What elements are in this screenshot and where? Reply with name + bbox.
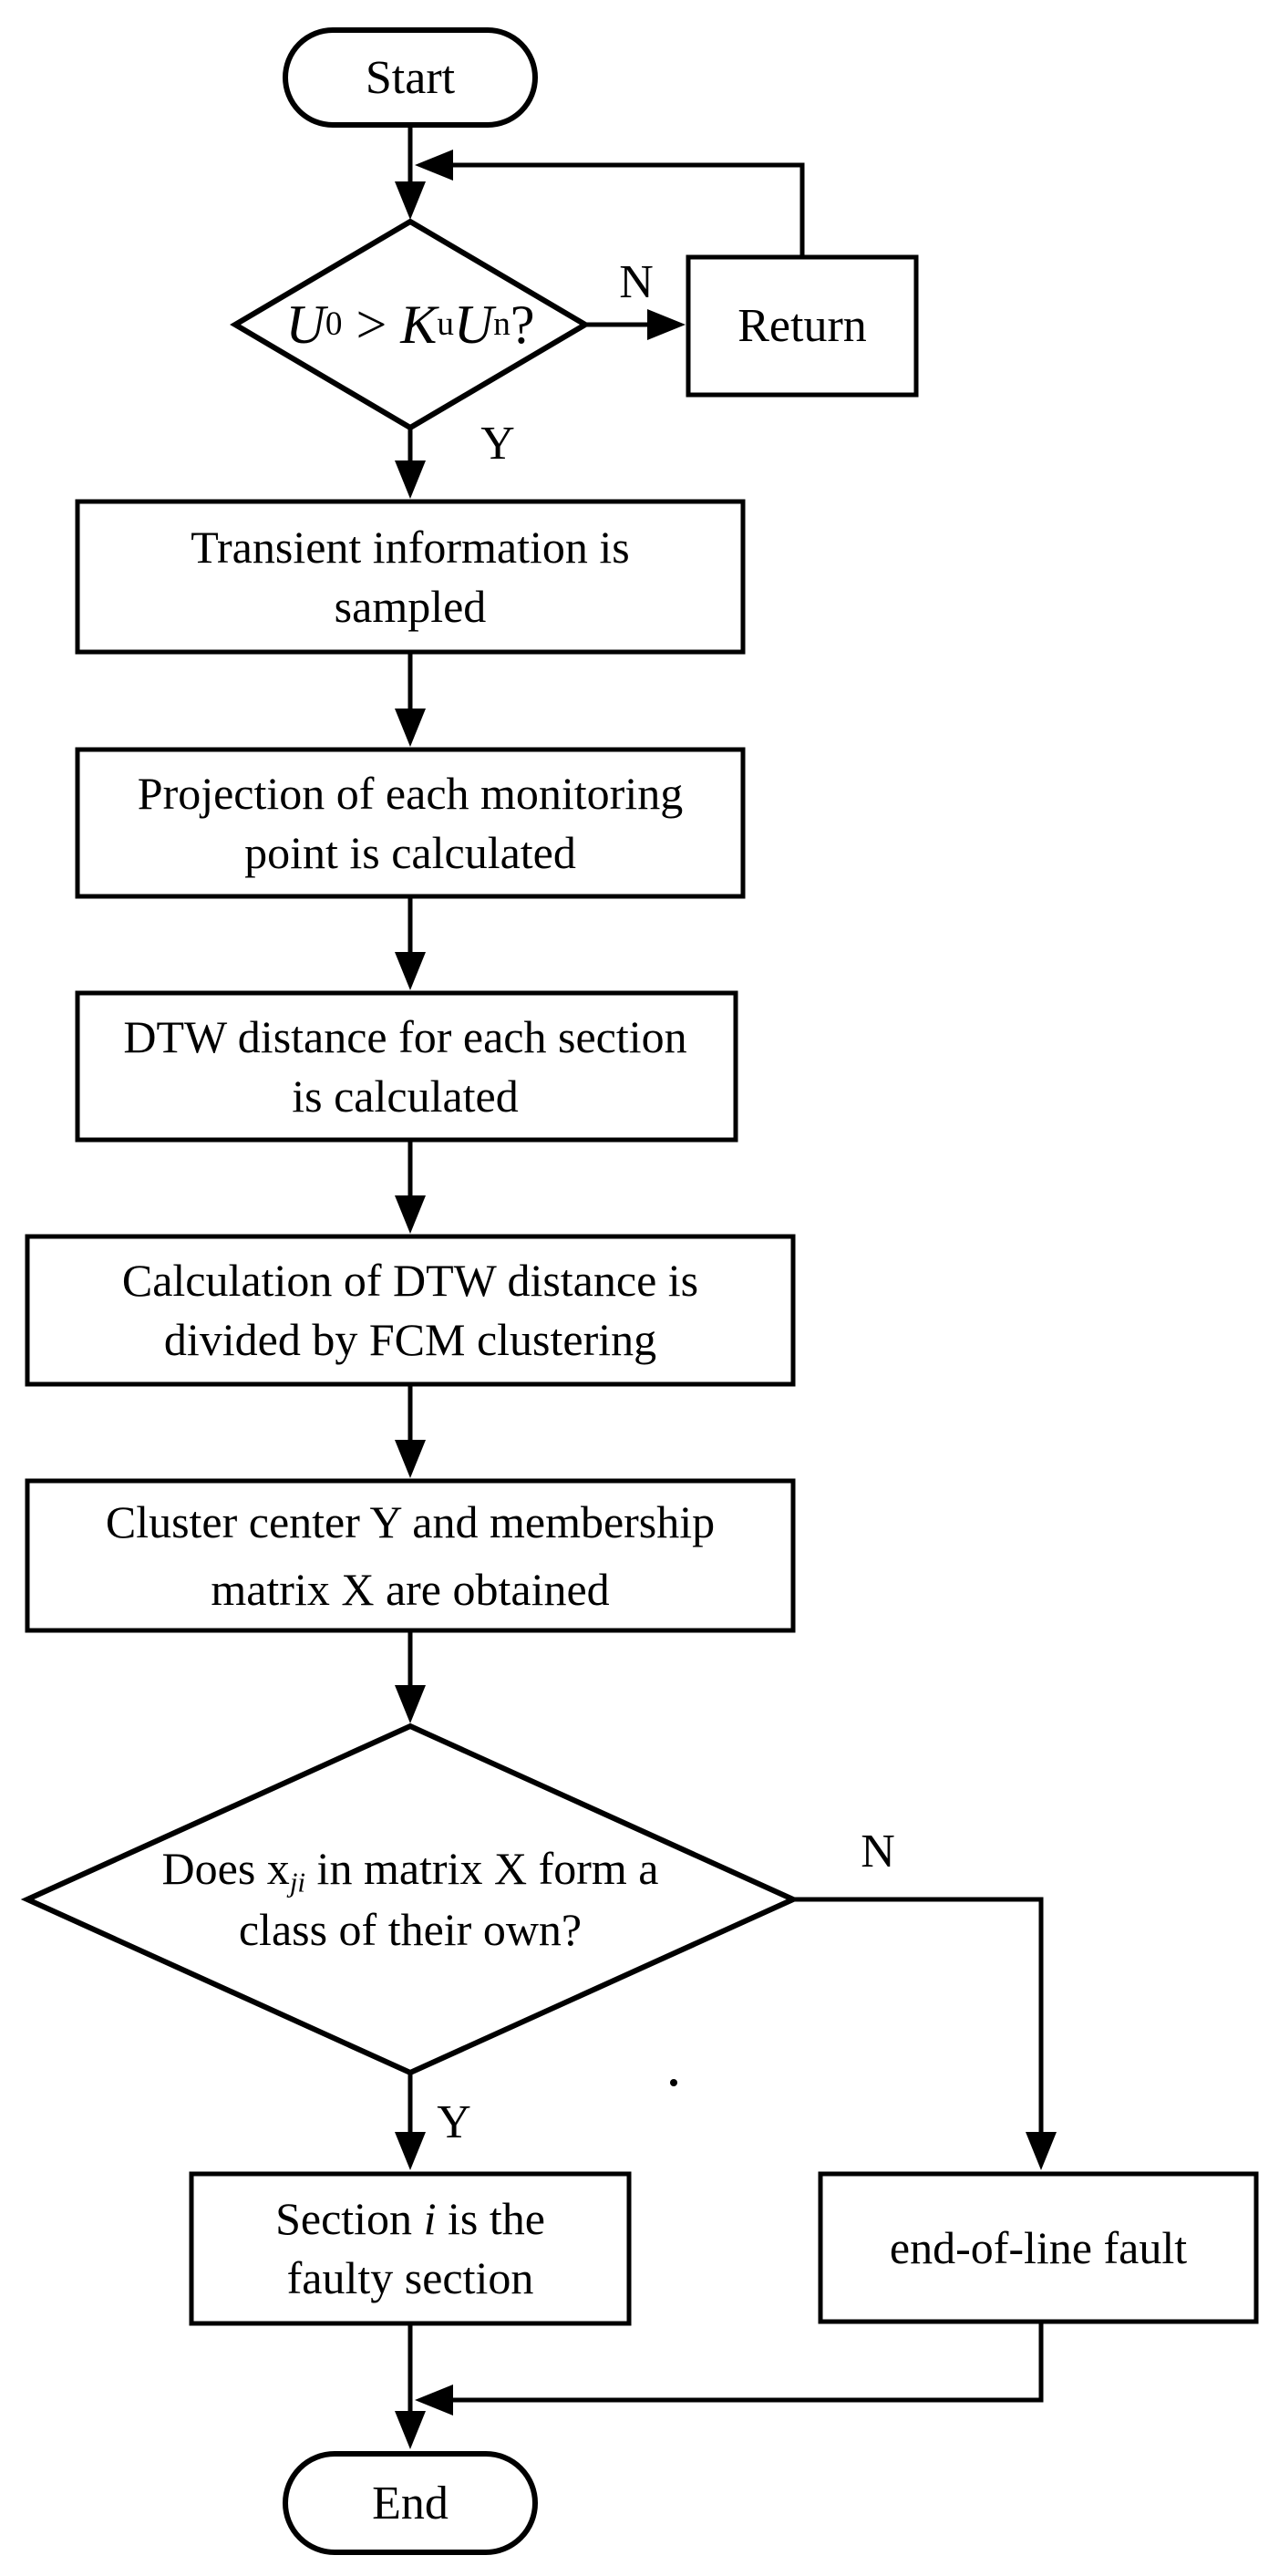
process1-box-shape xyxy=(75,499,746,655)
eol-box-label: end-of-line fault xyxy=(889,2221,1188,2273)
formula-k-var: K xyxy=(400,294,438,355)
arrowhead-feedback-left xyxy=(415,150,453,181)
process5-line2: matrix X are obtained xyxy=(211,1564,610,1615)
decision2-line1-post: in matrix X form a xyxy=(305,1843,659,1894)
decision1-diamond-shape xyxy=(230,218,591,431)
arrowhead-into-section xyxy=(395,2132,426,2170)
arrowhead-merge-left xyxy=(415,2385,453,2416)
section-line2: faulty section xyxy=(286,2252,534,2303)
process4-line2: divided by FCM clustering xyxy=(163,1314,657,1365)
process1-line2: sampled xyxy=(334,580,487,632)
arrowhead-into-decision2 xyxy=(395,1685,426,1723)
arrowhead-into-eol xyxy=(1026,2132,1057,2170)
process3-box-shape xyxy=(75,990,738,1143)
edge-decision2-to-eol xyxy=(793,1897,1044,2136)
arrowhead-into-decision1 xyxy=(395,181,426,220)
end-terminator-shape xyxy=(283,2451,538,2555)
branch-label-n1: N xyxy=(619,256,654,308)
arrowhead-into-process1 xyxy=(395,460,426,499)
process2-line2: point is calculated xyxy=(244,826,576,878)
stray-dot xyxy=(670,2079,677,2086)
decision2-condition: Does xji in matrix X form a class of the… xyxy=(91,1810,729,1989)
section-line1: Section i is the xyxy=(275,2189,545,2249)
section-box-shape xyxy=(189,2171,632,2326)
formula-question-mark: ? xyxy=(510,294,535,355)
return-box-label: Return xyxy=(737,300,867,352)
process1-line1: Transient information is xyxy=(191,521,630,573)
section-box-label: Section i is the faulty section xyxy=(190,2172,631,2325)
section-line1-post: is the xyxy=(436,2193,545,2244)
process5-box-shape xyxy=(25,1478,796,1633)
arrowhead-into-process2 xyxy=(395,709,426,747)
process3-line1: DTW distance for each section xyxy=(123,1010,687,1062)
decision2-diamond-shape xyxy=(20,1723,800,2076)
end-terminator-label: End xyxy=(372,2477,449,2529)
process4-label: Calculation of DTW distance is divided b… xyxy=(26,1235,795,1386)
process5-line1: Cluster center Y and membership xyxy=(105,1496,716,1547)
process5-label: Cluster center Y and membership matrix X… xyxy=(26,1479,795,1632)
edge-return-feedback xyxy=(453,162,805,257)
decision2-line2: class of their own? xyxy=(238,1904,583,1955)
section-line1-pre: Section xyxy=(275,2193,424,2244)
branch-label-n2: N xyxy=(861,1826,895,1878)
edge-eol-to-merge xyxy=(453,2323,1044,2403)
process2-line1: Projection of each monitoring xyxy=(137,767,684,819)
start-terminator-label: Start xyxy=(365,51,456,104)
process2-label: Projection of each monitoring point is c… xyxy=(76,748,745,898)
section-i-italic: i xyxy=(423,2193,437,2244)
decision2-line1: Does xji in matrix X form a xyxy=(162,1838,659,1899)
arrowhead-into-process4 xyxy=(395,1195,426,1234)
process2-box-shape xyxy=(75,747,746,899)
arrowhead-into-return xyxy=(647,309,686,340)
eol-box-shape xyxy=(818,2171,1259,2324)
process1-label: Transient information is sampled xyxy=(76,500,745,654)
process4-line1: Calculation of DTW distance is xyxy=(121,1255,699,1306)
formula-operator: > xyxy=(342,294,401,355)
formula-u0-var: U xyxy=(285,294,325,355)
branch-label-y1: Y xyxy=(480,418,515,470)
decision2-xji-subscript: ji xyxy=(289,1866,306,1898)
process3-label: DTW distance for each section is calcula… xyxy=(76,991,735,1142)
return-box-shape xyxy=(686,254,919,398)
branch-label-y2: Y xyxy=(437,2096,471,2148)
process3-line2: is calculated xyxy=(292,1070,519,1122)
arrowhead-into-process3 xyxy=(395,952,426,990)
formula-un-var: U xyxy=(453,294,494,355)
arrowhead-into-process5 xyxy=(395,1440,426,1478)
start-terminator-shape xyxy=(283,27,538,128)
decision2-line1-pre: Does x xyxy=(161,1843,290,1894)
arrowhead-into-end xyxy=(395,2411,426,2449)
process4-box-shape xyxy=(25,1234,796,1387)
